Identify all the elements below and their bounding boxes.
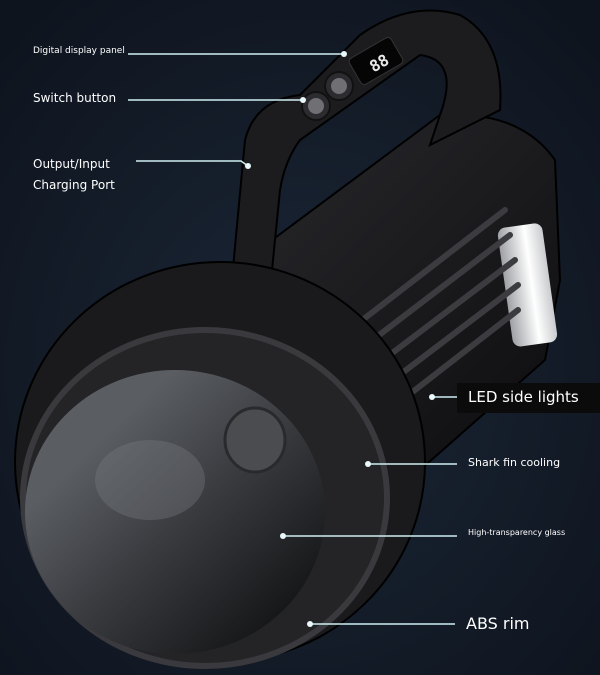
label-digital-display-panel: Digital display panel <box>33 46 125 56</box>
callout-lines <box>128 53 457 625</box>
label-led-side-lights: LED side lights <box>468 388 579 406</box>
label-charging-port: Output/Input Charging Port <box>33 154 115 196</box>
label-charging-port-line1: Output/Input <box>33 157 110 171</box>
label-charging-port-line2: Charging Port <box>33 178 115 192</box>
switch-buttons <box>301 71 354 121</box>
label-abs-rim: ABS rim <box>466 614 530 633</box>
callout-dots <box>245 51 435 627</box>
label-switch-button: Switch button <box>33 91 117 105</box>
digital-display-panel <box>348 36 404 86</box>
lens-highlight <box>95 440 205 520</box>
led-core <box>223 406 287 474</box>
label-high-transparency-glass: High-transparency glass <box>468 528 566 537</box>
label-shark-fin-cooling: Shark fin cooling <box>468 456 561 469</box>
led-label-box <box>457 383 600 413</box>
